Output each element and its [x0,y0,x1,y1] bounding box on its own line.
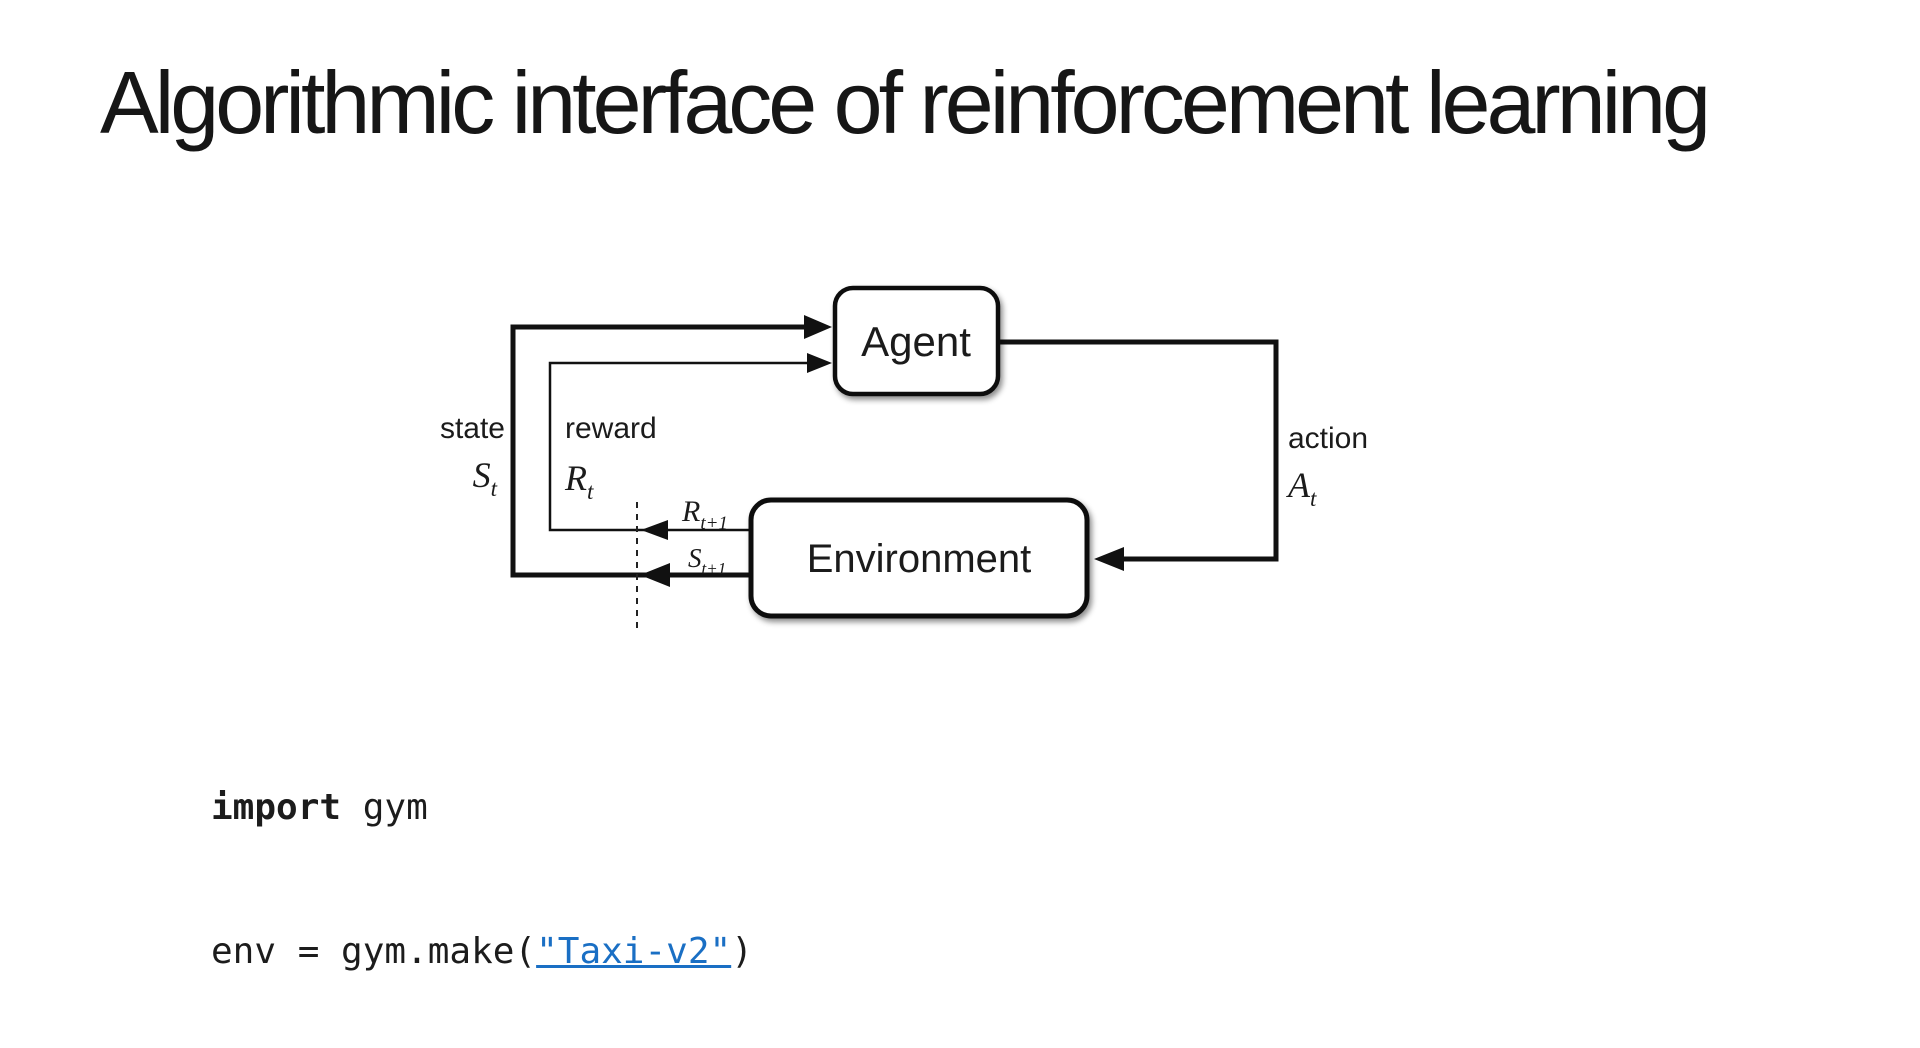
code-text: ) [731,931,753,972]
action-label: action [1288,422,1368,455]
keyword-import: import [211,787,342,828]
next-reward-symbol: Rt+1 [681,495,728,534]
next-state-symbol: St+1 [688,543,726,578]
state-label: state [440,412,505,445]
code-text: gym [341,787,428,828]
reward-label: reward [565,412,657,445]
reward-symbol: Rt [564,458,594,504]
environment-box-label: Environment [807,537,1032,581]
agent-box-label: Agent [861,318,971,365]
code-text: env = gym.make( [211,931,537,972]
page-title: Algorithmic interface of reinforcement l… [100,53,1711,152]
state-into-agent-arrowhead [804,315,832,339]
state-symbol: St [473,455,498,501]
action-into-environment-arrowhead [1094,547,1124,571]
next-state-arrowhead [640,563,670,587]
action-line [998,339,1279,562]
code-line-env-make: env = gym.make("Taxi-v2") [211,928,1381,976]
rl-loop-diagram: Agent Environment state St reward Rt act… [440,285,1368,628]
environment-box [748,497,1090,619]
action-symbol: At [1286,465,1317,511]
agent-box [832,285,1001,397]
code-line-import: import gym [211,784,1381,832]
next-reward-arrowhead [641,520,668,540]
reward-into-agent-arrowhead [807,353,832,373]
taxi-v2-link[interactable]: "Taxi-v2" [536,931,732,972]
state-line [510,324,806,578]
code-snippet: import gym env = gym.make("Taxi-v2") obs… [211,688,1381,1048]
